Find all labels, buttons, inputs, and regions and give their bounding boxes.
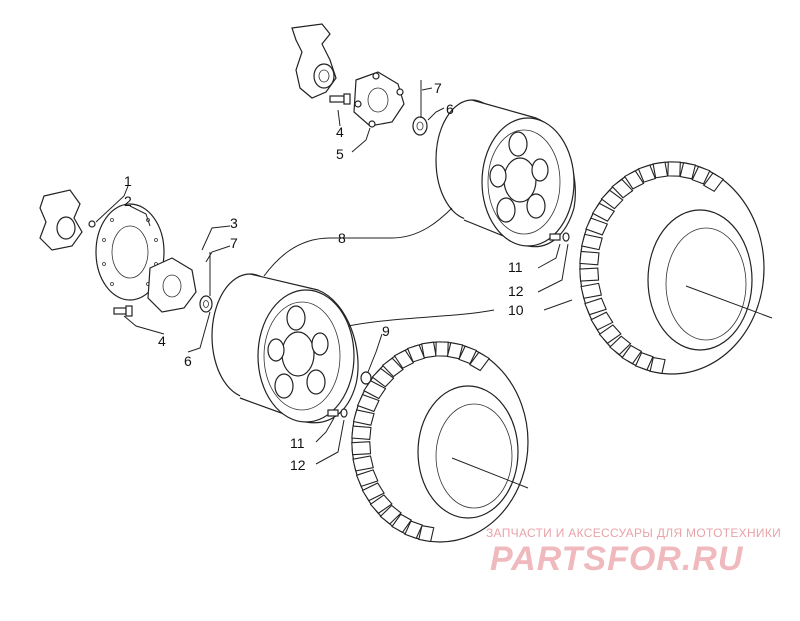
lower-hub bbox=[147, 257, 197, 313]
tread-lug bbox=[600, 189, 624, 210]
tread-lug bbox=[579, 250, 600, 266]
tread-lug bbox=[591, 202, 616, 222]
callout-4-lower: 4 bbox=[158, 333, 166, 349]
tread-lug bbox=[391, 513, 413, 534]
callout-12-upper: 12 bbox=[508, 283, 524, 299]
tread-lug bbox=[623, 170, 645, 190]
disc-screw-1 bbox=[88, 220, 96, 228]
brake-disc bbox=[95, 203, 165, 301]
tread-lug bbox=[667, 161, 681, 177]
tread-lug bbox=[458, 345, 478, 365]
tread-lug bbox=[652, 161, 669, 179]
tread-lug bbox=[580, 282, 603, 299]
tread-lug bbox=[404, 520, 424, 539]
tread-lug bbox=[579, 267, 600, 282]
callout-11-lower: 11 bbox=[290, 435, 305, 451]
tread-lug bbox=[637, 164, 657, 183]
lug-nut-9 bbox=[360, 371, 372, 385]
callout-3: 3 bbox=[230, 215, 238, 231]
callout-6-lower: 6 bbox=[184, 353, 192, 369]
tread-lug bbox=[369, 494, 393, 514]
lower-wheel-rim bbox=[211, 273, 359, 424]
leader-lines bbox=[95, 87, 573, 465]
tread-lug bbox=[702, 172, 725, 193]
tread-lug bbox=[585, 217, 609, 236]
tread-lug bbox=[361, 482, 385, 502]
lower-steering-knuckle bbox=[39, 189, 83, 251]
tread-lug bbox=[598, 324, 622, 344]
callout-2: 2 bbox=[124, 193, 132, 209]
tread-lug bbox=[418, 525, 435, 543]
callout-labels: 1 2 3 7 4 6 7 6 4 5 8 9 11 12 11 12 10 bbox=[124, 80, 524, 473]
tread-lug bbox=[363, 379, 387, 400]
upper-axle-nut bbox=[412, 116, 428, 136]
tread-lug bbox=[393, 349, 415, 369]
tread-lug bbox=[621, 344, 643, 365]
watermark-logo: PARTSFOR.RU bbox=[490, 540, 744, 578]
tread-lug bbox=[611, 178, 634, 199]
callout-10: 10 bbox=[508, 302, 524, 318]
tread-lug bbox=[379, 504, 402, 525]
tread-lug bbox=[352, 409, 375, 426]
lower-bolt bbox=[113, 305, 133, 317]
tread-lug bbox=[609, 335, 632, 356]
callout-9: 9 bbox=[382, 323, 390, 339]
tread-lug bbox=[468, 351, 491, 372]
callout-6-upper: 6 bbox=[446, 101, 454, 117]
tread-lug bbox=[406, 344, 426, 363]
upper-tire bbox=[579, 161, 773, 375]
tread-lug bbox=[421, 341, 437, 359]
callout-7-lower: 7 bbox=[230, 235, 238, 251]
tread-lug bbox=[371, 367, 395, 388]
callout-5: 5 bbox=[336, 146, 344, 162]
tread-lug bbox=[580, 233, 603, 251]
upper-wheel-rim bbox=[435, 99, 576, 248]
tread-lug bbox=[435, 341, 449, 357]
callout-7-upper: 7 bbox=[434, 80, 442, 96]
upper-bolt bbox=[329, 93, 351, 105]
upper-steering-knuckle bbox=[291, 23, 337, 99]
callout-1: 1 bbox=[124, 173, 132, 189]
tread-lug bbox=[381, 357, 404, 378]
callout-11-upper: 11 bbox=[508, 259, 523, 275]
tread-lug bbox=[352, 455, 374, 472]
watermark-tagline: ЗАПЧАСТИ И АКСЕССУАРЫ ДЛЯ МОТОТЕХНИКИ bbox=[486, 526, 782, 540]
tread-lug bbox=[691, 165, 711, 185]
callout-12-lower: 12 bbox=[290, 457, 306, 473]
tread-lug bbox=[679, 162, 697, 180]
callout-4-upper: 4 bbox=[336, 124, 344, 140]
callout-8: 8 bbox=[338, 230, 346, 246]
tread-lug bbox=[584, 297, 607, 316]
tread-lug bbox=[356, 393, 380, 413]
tread-lug bbox=[351, 425, 372, 440]
upper-hub bbox=[353, 71, 405, 128]
tread-lug bbox=[634, 352, 654, 371]
lower-axle-nut bbox=[199, 295, 213, 313]
tread-lug bbox=[355, 469, 379, 488]
tread-lug bbox=[351, 441, 372, 456]
upper-stud-11 bbox=[549, 232, 570, 242]
lower-stud-11 bbox=[327, 408, 348, 418]
tread-lug bbox=[446, 342, 464, 360]
tread-lug bbox=[649, 356, 666, 375]
lower-tire bbox=[351, 341, 529, 543]
tread-lug bbox=[590, 311, 614, 331]
